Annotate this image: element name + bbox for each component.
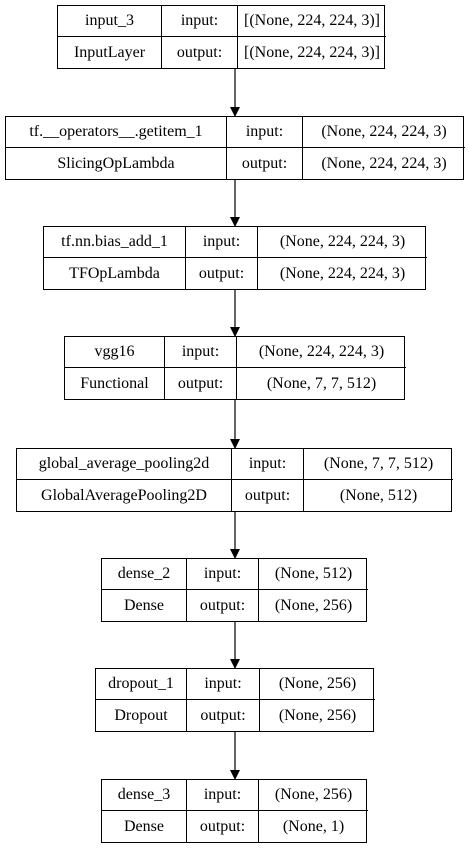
output-label: output: xyxy=(187,811,259,842)
layer-name: vgg16 xyxy=(65,337,165,368)
input-label: input: xyxy=(186,227,258,258)
input-shape: (None, 7, 7, 512) xyxy=(304,449,453,480)
output-shape: (None, 224, 224, 3) xyxy=(321,154,447,172)
input-label: input: xyxy=(165,337,237,368)
layer-name: dropout_1 xyxy=(96,669,187,700)
output-shape: (None, 1) xyxy=(282,817,345,835)
output-label: output: xyxy=(232,480,304,511)
layer-type: InputLayer xyxy=(58,37,162,68)
layer-type: GlobalAveragePooling2D xyxy=(17,480,232,511)
layer-name: dense_2 xyxy=(102,559,187,590)
layer-name: tf.__operators__.getitem_1 xyxy=(6,117,227,148)
input-shape: (None, 224, 224, 3) xyxy=(303,117,465,148)
input-label: input: xyxy=(187,669,260,700)
output-shape: (None, 224, 224, 3) xyxy=(279,264,406,282)
input-shape: (None, 512) xyxy=(259,559,368,590)
output-label: output: xyxy=(187,590,259,621)
input-label: input: xyxy=(187,780,259,811)
input-shape: (None, 256) xyxy=(259,780,368,811)
input-shape: (None, 224, 224, 3) xyxy=(237,337,406,368)
input-label: input: xyxy=(187,559,259,590)
input-shape: (None, 256) xyxy=(260,669,375,700)
layer-name: tf.nn.bias_add_1 xyxy=(44,227,186,258)
layer-type: Dropout xyxy=(96,700,187,731)
layer-type: Functional xyxy=(65,368,165,399)
output-label: output: xyxy=(165,368,237,399)
input-label: input: xyxy=(232,449,304,480)
output-shape: (None, 512) xyxy=(339,486,418,504)
input-label: input: xyxy=(162,6,238,37)
output-shape: (None, 256) xyxy=(274,596,353,614)
layer-type: SlicingOpLambda xyxy=(6,148,227,179)
input-shape: [(None, 224, 224, 3)] xyxy=(238,6,386,37)
layer-name: input_3 xyxy=(58,6,162,37)
layer-name: global_average_pooling2d xyxy=(17,449,232,480)
output-shape: (None, 256) xyxy=(278,706,357,724)
input-shape: (None, 224, 224, 3) xyxy=(258,227,427,258)
output-shape: (None, 7, 7, 512) xyxy=(266,374,377,392)
output-label: output: xyxy=(227,148,303,179)
layer-type: Dense xyxy=(102,590,187,621)
output-label: output: xyxy=(162,37,238,68)
layer-name: dense_3 xyxy=(102,780,187,811)
output-shape: [(None, 224, 224, 3)] xyxy=(244,43,380,61)
output-label: output: xyxy=(186,258,258,289)
output-label: output: xyxy=(187,700,260,731)
input-label: input: xyxy=(227,117,303,148)
layer-type: Dense xyxy=(102,811,187,842)
layer-type: TFOpLambda xyxy=(44,258,186,289)
